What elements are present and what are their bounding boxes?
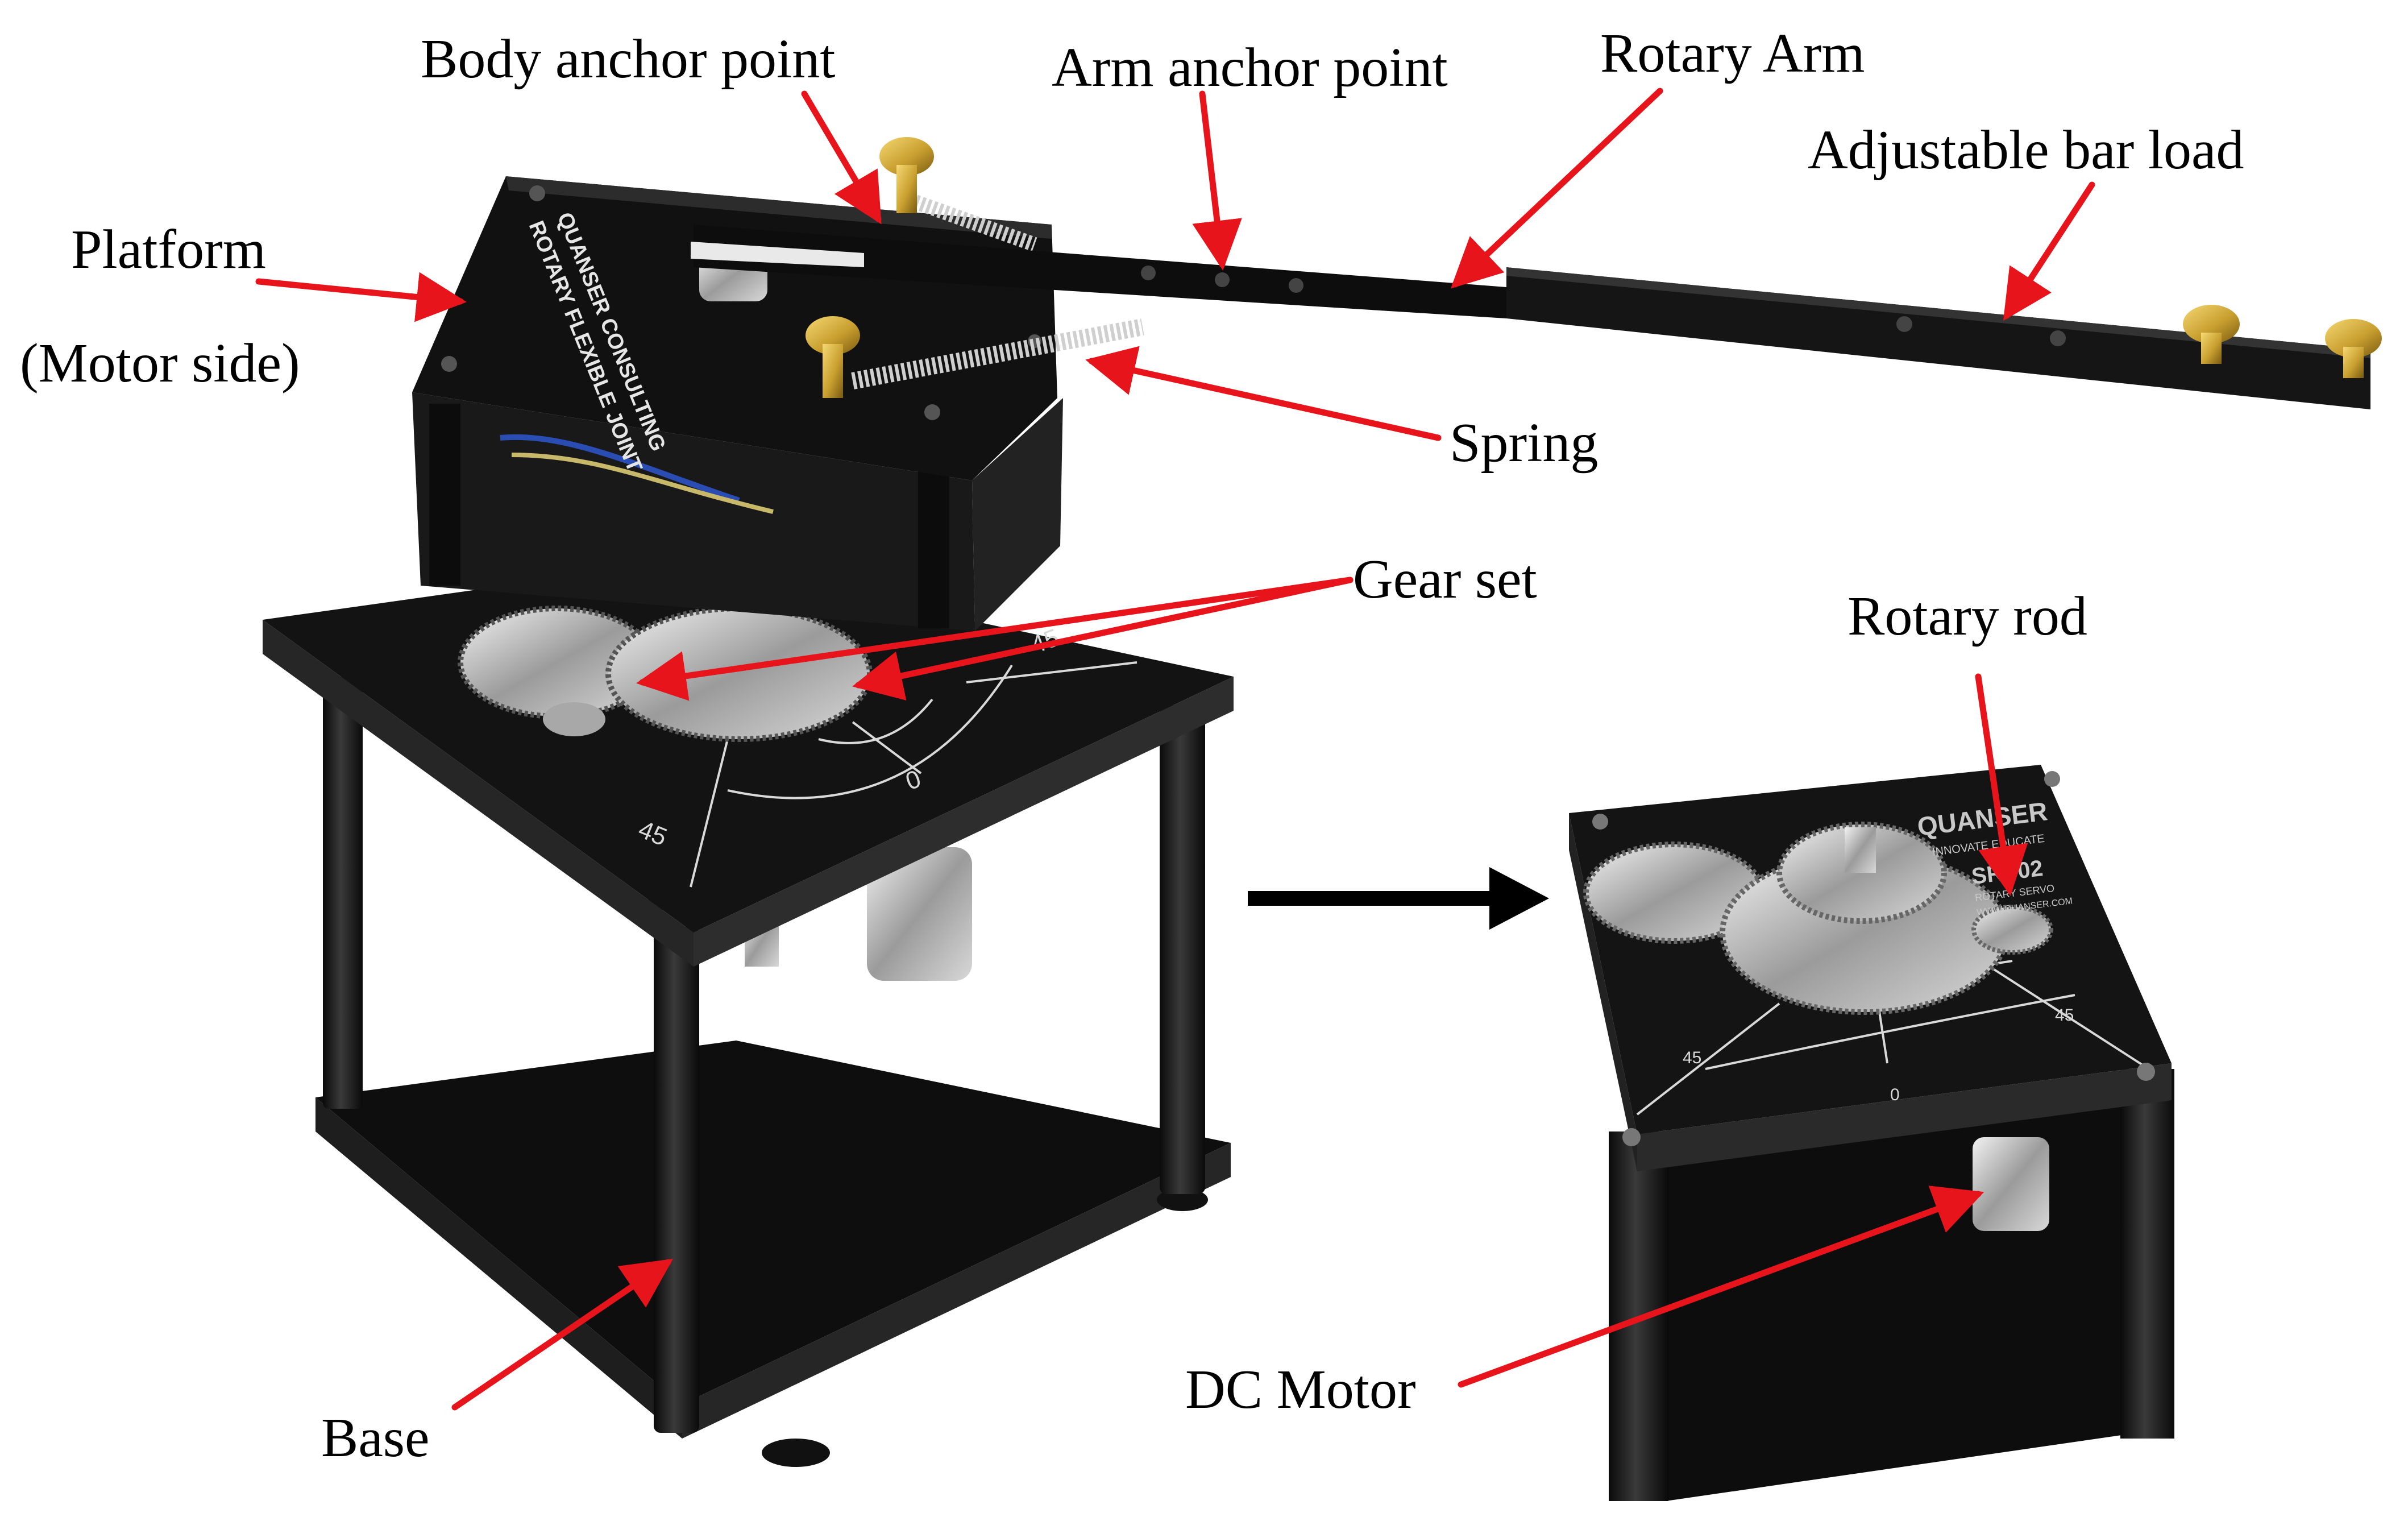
screw xyxy=(924,404,940,420)
label-gear-set: Gear set xyxy=(1353,549,1537,610)
dial-arc-inner xyxy=(818,698,933,744)
arrow-body-anchor xyxy=(801,90,882,225)
motor-housing xyxy=(867,847,972,981)
screw xyxy=(1592,814,1608,830)
gear-nut xyxy=(543,702,605,736)
screw xyxy=(2137,1063,2155,1081)
rotary-arm xyxy=(694,225,1506,318)
platform-post xyxy=(429,404,460,586)
platform-post xyxy=(918,466,949,628)
servo-output-shaft xyxy=(1845,827,1876,873)
bar-hole xyxy=(1896,316,1912,332)
brass-thumbscrew-stem xyxy=(896,165,917,213)
label-body-anchor-point: Body anchor point xyxy=(421,28,836,90)
platform-top-highlight xyxy=(506,176,1052,239)
adjustable-bar-load xyxy=(1506,267,2370,409)
arrow-platform xyxy=(255,272,467,322)
brass-thumbscrew xyxy=(2183,305,2240,343)
servo-motor xyxy=(1973,1137,2049,1231)
screw xyxy=(1622,1128,1641,1146)
screw xyxy=(441,356,457,372)
platform-front xyxy=(412,392,975,631)
base-bottom-plate-edge xyxy=(315,1097,682,1439)
arm-hole xyxy=(1215,272,1230,287)
base-top-plate-edge-right xyxy=(694,677,1234,967)
rotary-servo-device: 45 0 45 QUANSER INNOVATE EDUCATE SRV02 R… xyxy=(1569,765,2174,1501)
transition-arrow-head xyxy=(1489,867,1549,930)
adjustable-bar-load-top xyxy=(1506,267,2370,358)
brass-thumbscrew-stem xyxy=(2201,333,2222,364)
label-spring: Spring xyxy=(1450,412,1599,474)
dial-line xyxy=(852,721,922,774)
base-bottom-plate xyxy=(315,1041,1231,1404)
arrow-rotary-arm xyxy=(1451,88,1663,289)
bar-hole xyxy=(2050,330,2066,346)
spring-rear xyxy=(912,194,1037,252)
servo-dial-line xyxy=(1636,1002,1780,1116)
dial-line xyxy=(966,661,1137,683)
brass-thumbscrew xyxy=(2325,319,2382,358)
servo-dial-line xyxy=(1988,965,2150,1070)
base-bottom-plate-edge-right xyxy=(682,1143,1231,1439)
arrow-spring xyxy=(1085,346,1442,441)
arrow-arm-anchor xyxy=(1192,90,1242,271)
brass-thumbscrew xyxy=(806,316,860,355)
arrow-base xyxy=(451,1258,674,1411)
label-dc-motor: DC Motor xyxy=(1185,1359,1416,1420)
servo-top-edge-right xyxy=(1637,1063,2172,1171)
arrow-gear-set-1 xyxy=(636,577,1354,701)
label-base: Base xyxy=(321,1407,430,1469)
platform-wires xyxy=(511,453,774,514)
platform-side xyxy=(972,398,1063,631)
label-rotary-arm: Rotary Arm xyxy=(1600,23,1865,84)
dial-arc xyxy=(727,664,1013,799)
screw xyxy=(2044,771,2060,787)
label-adjustable-bar-load: Adjustable bar load xyxy=(1808,119,2244,181)
brass-thumbscrew-stem xyxy=(823,344,843,398)
spring-front xyxy=(851,318,1144,389)
label-motor-side: (Motor side) xyxy=(20,333,300,394)
flexible-joint-device: 45 0 45 QUANSER CONSULTING ROTARY FLEXIB… xyxy=(263,137,2382,1467)
servo-dial-45-right: 45 xyxy=(2055,1006,2074,1025)
annotation-arrows xyxy=(255,88,2095,1411)
arrow-adjustable-bar-load xyxy=(2003,181,2095,321)
label-arm-anchor-point: Arm anchor point xyxy=(1052,37,1448,98)
servo-dial-45-left: 45 xyxy=(1683,1048,1701,1067)
base-leg xyxy=(323,677,363,1109)
label-rotary-rod: Rotary rod xyxy=(1847,586,2087,647)
servo-gear-small xyxy=(1971,905,2053,955)
brass-thumbscrew-stem xyxy=(2343,347,2364,378)
dial-line xyxy=(690,739,729,888)
servo-dial-arc xyxy=(1705,994,2075,1070)
rotary-arm-slot xyxy=(691,242,864,267)
arrow-gear-set-2 xyxy=(852,577,1354,701)
platform-wires xyxy=(500,434,740,503)
servo-leg xyxy=(2120,1069,2174,1439)
label-platform: Platform xyxy=(71,219,266,280)
screw xyxy=(529,185,545,201)
arm-hole xyxy=(1141,266,1156,280)
arm-hole xyxy=(1289,278,1303,293)
base-leg xyxy=(654,927,699,1433)
base-top-plate-edge xyxy=(263,620,694,967)
arrow-dc-motor xyxy=(1458,1186,1984,1388)
arrow-rotary-rod xyxy=(1975,673,2028,896)
base-leg xyxy=(1160,705,1205,1194)
brass-thumbscrew xyxy=(879,137,934,176)
gear-large xyxy=(605,606,873,742)
servo-dial-0: 0 xyxy=(1890,1085,1900,1104)
base-foot xyxy=(762,1439,830,1467)
